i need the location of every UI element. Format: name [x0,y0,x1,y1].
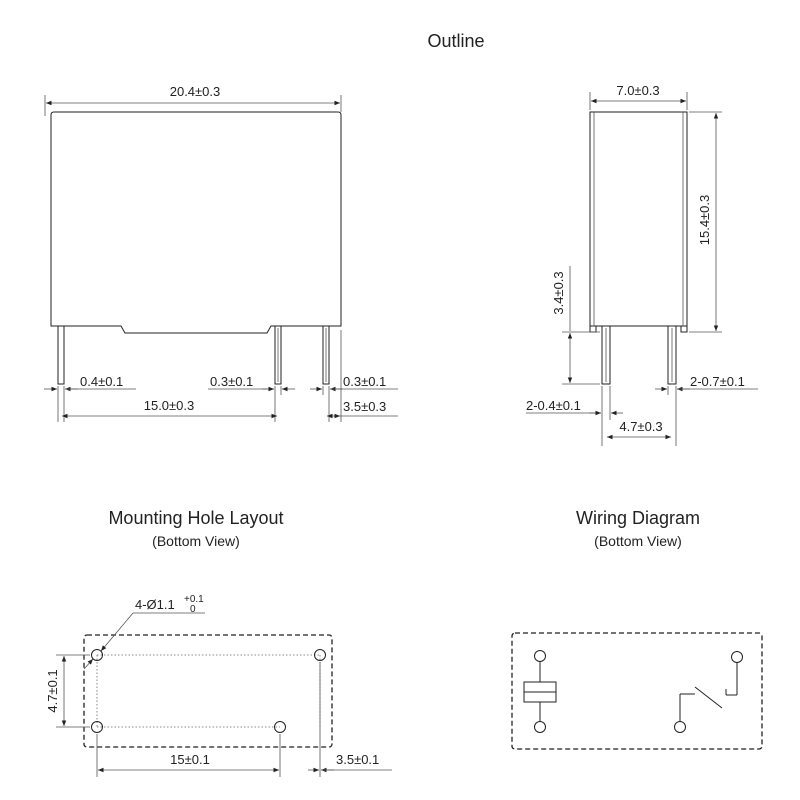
dim-side-depth: 7.0±0.3 [616,83,659,98]
mounting-title: Mounting Hole Layout [108,508,283,528]
dim-column-spacing: 15±0.1 [170,752,210,767]
side-foot [589,326,597,333]
outline-title: Outline [427,31,484,51]
mounting-hole [274,721,286,733]
side-body [589,111,688,327]
callout-arrow [100,612,134,652]
coil-symbol [523,650,557,733]
front-body [50,111,342,334]
front-pin-3 [322,325,330,385]
dim-side-pin-length: 3.4±0.3 [551,271,566,314]
wiring-diagram [511,632,763,750]
dim-pin2-width: 0.3±0.1 [210,374,253,389]
front-pin-1 [57,325,65,385]
callout-arrow [83,658,94,670]
side-foot [680,326,688,333]
dim-side-pin-b: 2-0.7±0.1 [690,374,745,389]
wiring-outline [511,632,763,750]
mounting-hole [91,721,103,733]
mounting-subtitle: (Bottom View) [152,533,240,549]
front-view: 20.4±0.3 0.4±0.1 0.3±0.1 0.3±0.1 15.0±0.… [44,84,398,422]
mounting-hole [314,649,326,661]
wiring-title: Wiring Diagram [576,508,700,528]
side-view: 7.0±0.3 15.4±0.3 3.4±0.3 2-0.7±0.1 2-0.4… [526,83,758,446]
contact-symbol [674,651,743,733]
mounting-outline [83,634,333,748]
side-pin-left [601,325,611,385]
dim-pin-span: 15.0±0.3 [144,398,195,413]
mounting-hole [91,649,103,661]
dim-pin1-width: 0.4±0.1 [80,374,123,389]
dim-row-spacing: 4.7±0.1 [45,669,60,712]
dim-side-pin-pitch: 4.7±0.3 [619,419,662,434]
dim-pin-end: 3.5±0.3 [343,399,386,414]
hole-callout: 4-Ø1.1 [135,597,175,612]
dim-side-pin-a: 2-0.4±0.1 [526,398,581,413]
hole-tol-upper: +0.1 [184,594,204,605]
side-pin-right [667,325,677,385]
dim-edge-spacing: 3.5±0.1 [336,752,379,767]
dim-front-width: 20.4±0.3 [170,84,221,99]
dim-side-height: 15.4±0.3 [697,195,712,246]
wiring-subtitle: (Bottom View) [594,533,682,549]
front-pin-2 [274,325,282,385]
hole-tol-lower: 0 [190,604,196,615]
mounting-layout: 4-Ø1.1 +0.1 0 4.7±0.1 15±0.1 3.5±0.1 [45,594,392,777]
dim-pin3-width: 0.3±0.1 [343,374,386,389]
